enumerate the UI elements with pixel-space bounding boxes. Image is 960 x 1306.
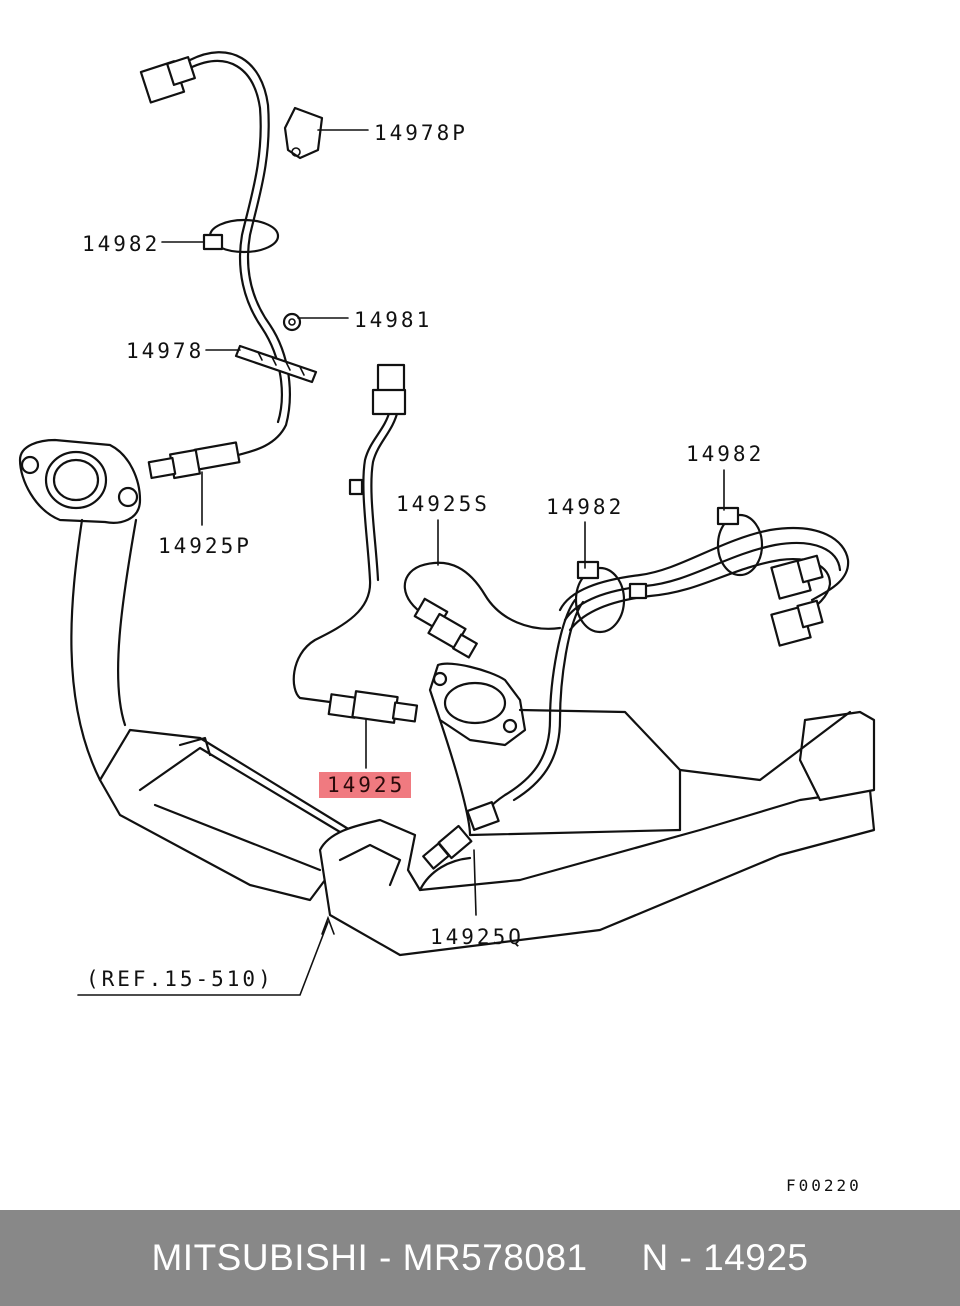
center-pipe: [318, 710, 876, 957]
label-14925s: 14925S: [396, 492, 490, 516]
label-14925-highlighted: 14925: [319, 772, 412, 798]
label-14982-mid: 14982: [546, 495, 625, 519]
front-exhaust-flange: [18, 438, 142, 524]
clip-14981: [282, 312, 302, 332]
parts-diagram: [18, 51, 876, 996]
sensor-14925q: [422, 824, 473, 870]
label-14978p: 14978P: [374, 121, 468, 145]
footer-bar: MITSUBISHI - MR578081 N - 14925: [0, 1210, 960, 1306]
bracket-14978p: [283, 106, 324, 160]
sensor-14925p-harness: [139, 51, 291, 480]
label-14925q: 14925Q: [430, 925, 524, 949]
leader-lines: [77, 129, 725, 996]
front-pipe: [70, 518, 352, 902]
label-14982-right: 14982: [686, 442, 765, 466]
sensor-14925s-harness: [403, 561, 562, 659]
label-14981: 14981: [354, 308, 433, 332]
sensor-14925-harness: [292, 363, 419, 724]
label-ref-15-510: (REF.15-510): [86, 967, 274, 991]
right-harness-bundle: [466, 506, 850, 831]
label-14982-top: 14982: [82, 232, 161, 256]
label-14925p: 14925P: [158, 534, 252, 558]
figure-code: F00220: [786, 1176, 862, 1195]
footer-part-number: MITSUBISHI - MR578081 N - 14925: [151, 1237, 809, 1278]
label-14978: 14978: [126, 339, 205, 363]
bracket-14978: [234, 344, 318, 384]
rear-exhaust-flange: [428, 662, 852, 837]
